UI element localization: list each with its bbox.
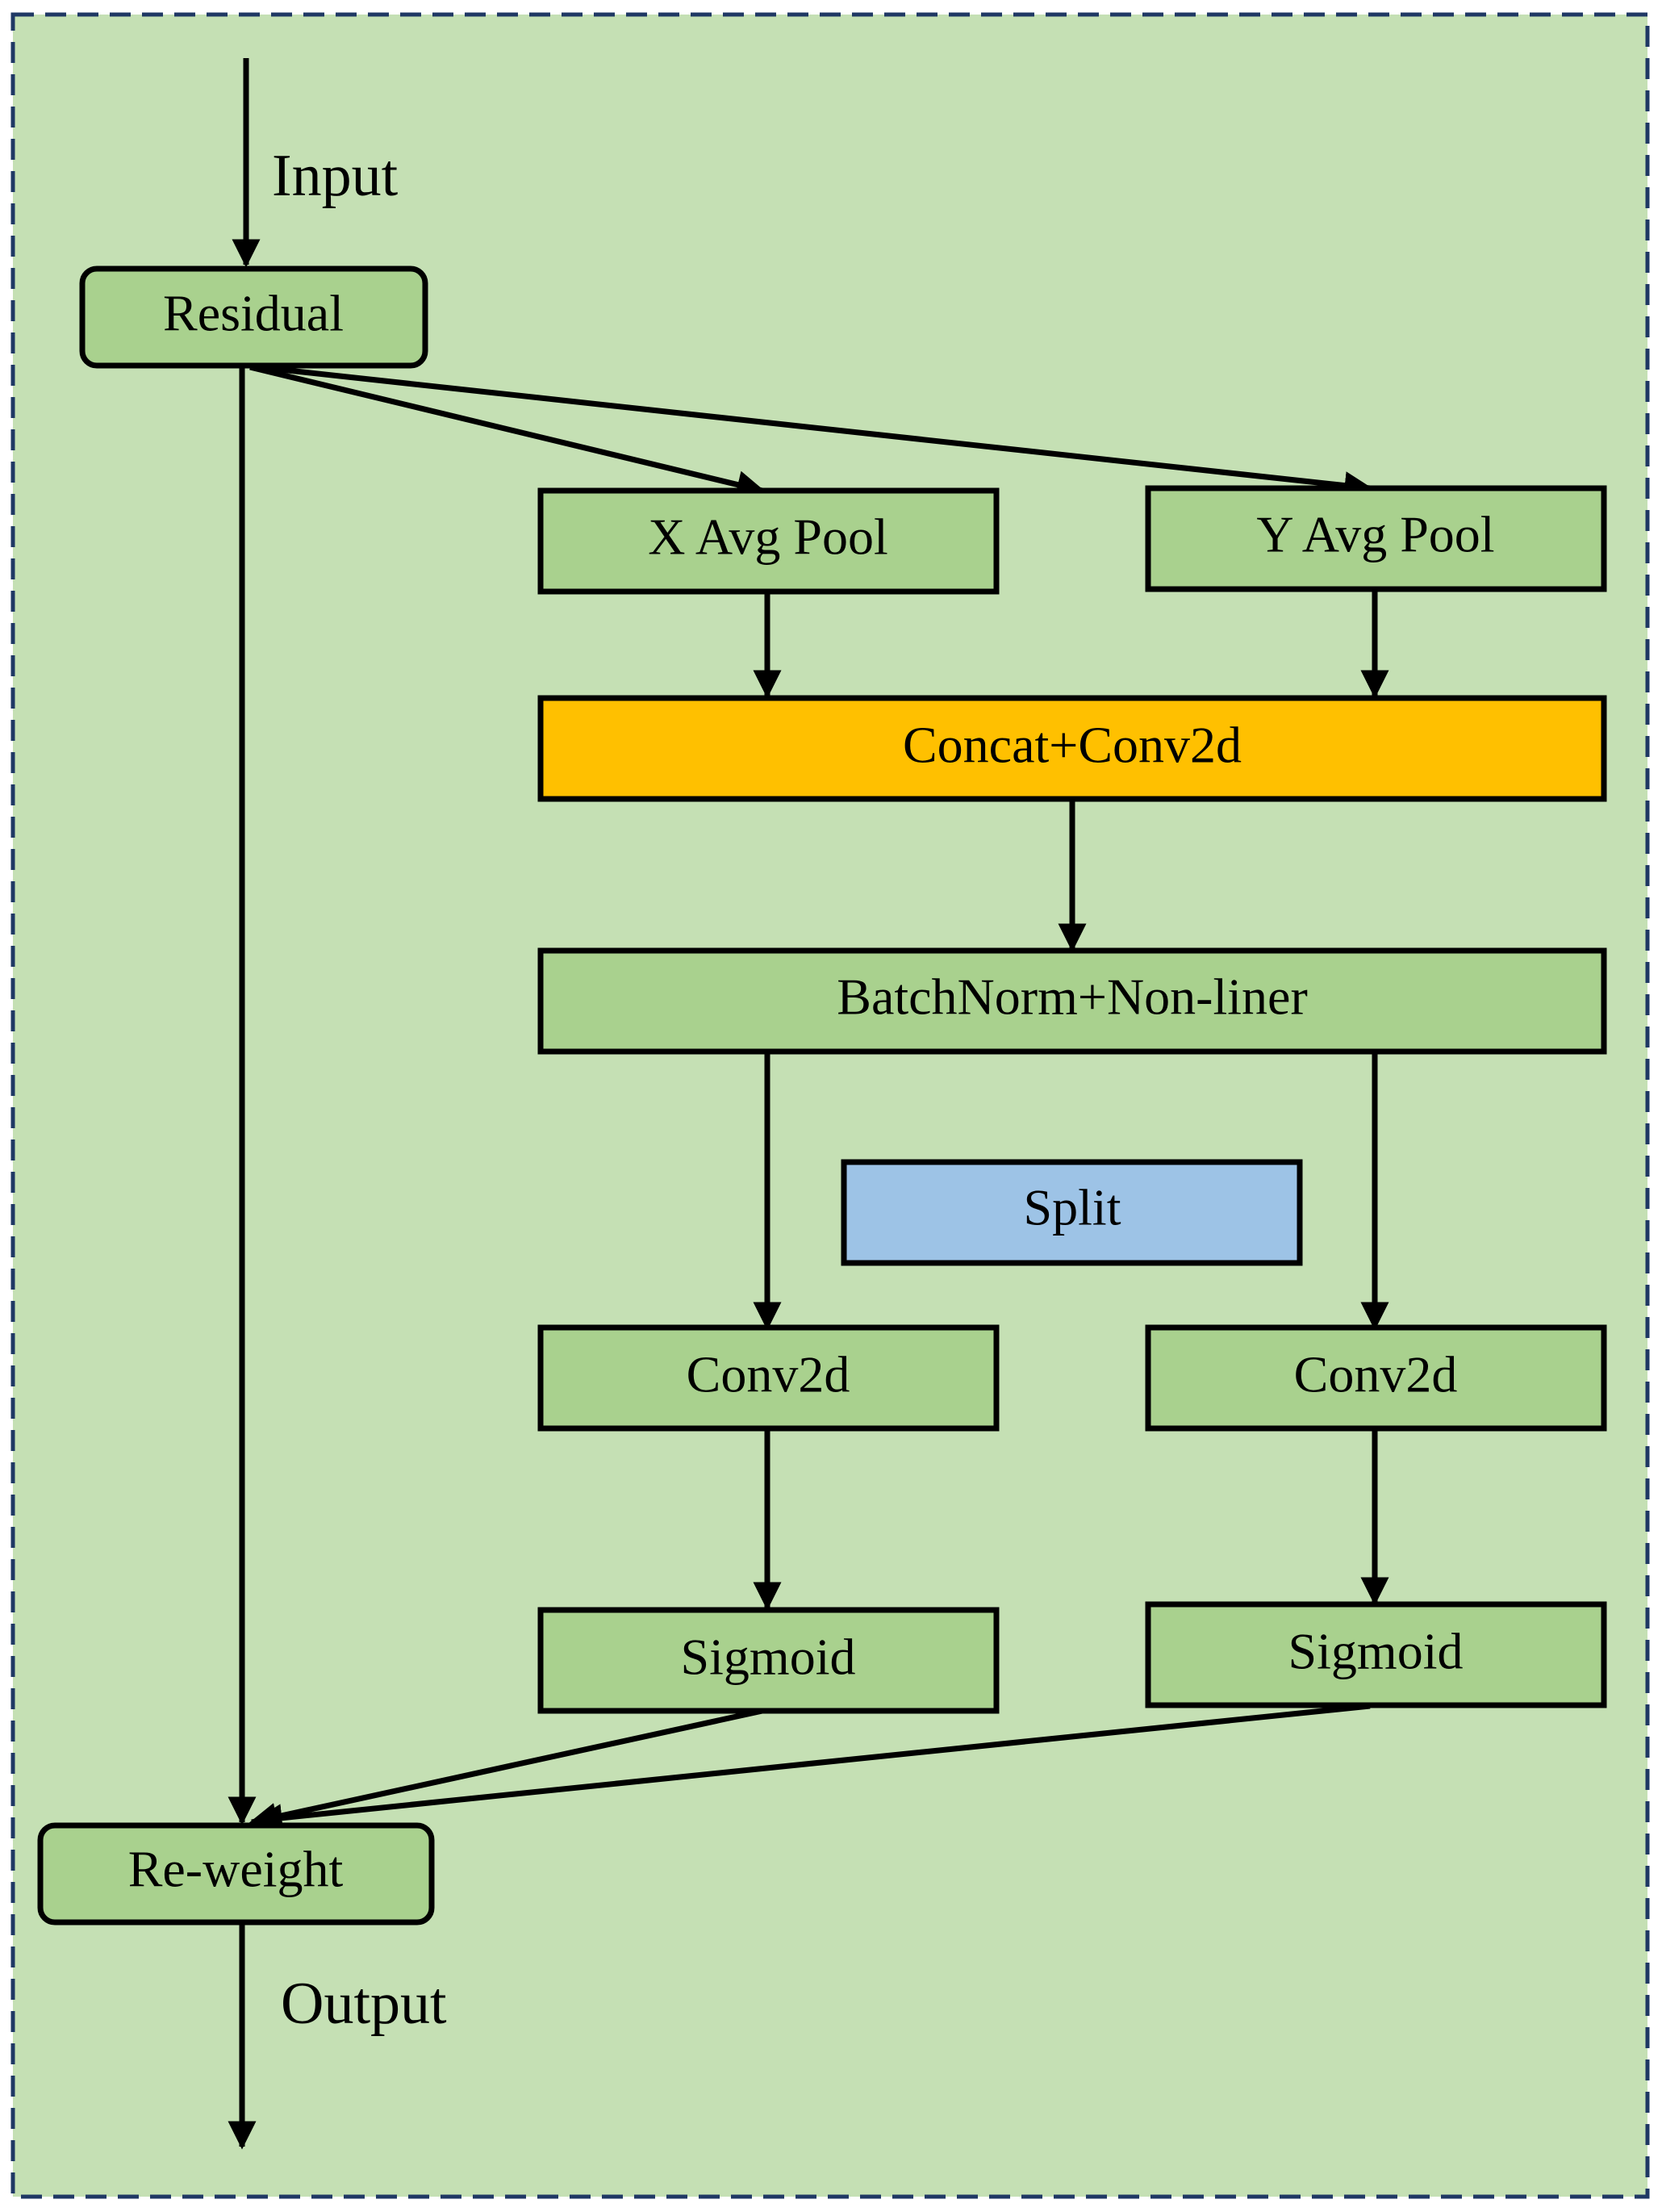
node-sigmoid-left-label: Sigmoid: [681, 1629, 856, 1686]
node-x-avg-pool: X Avg Pool: [537, 487, 1000, 595]
node-conv2d-right-label: Conv2d: [1294, 1346, 1458, 1403]
node-reweight-label: Re-weight: [128, 1841, 344, 1898]
edge-sigmoid-left-to-reweight: [248, 1708, 763, 1831]
edges: [228, 58, 1389, 2150]
edge-sigmoid-right-to-reweight: [253, 1703, 1371, 1833]
node-conv2d-left: Conv2d: [537, 1324, 1000, 1432]
node-y-avg-pool: Y Avg Pool: [1145, 485, 1607, 592]
node-y-avg-pool-label: Y Avg Pool: [1256, 506, 1494, 563]
node-batchnorm: BatchNorm+Non-liner: [537, 947, 1607, 1055]
node-concat-conv2d: Concat+Conv2d: [537, 695, 1607, 802]
node-sigmoid-left: Sigmoid: [537, 1607, 1000, 1714]
edge-residual-to-y-avg-pool: [257, 364, 1373, 500]
node-split-label: Split: [1024, 1179, 1121, 1236]
node-conv2d-right: Conv2d: [1145, 1324, 1607, 1432]
node-sigmoid-right: Sigmoid: [1145, 1601, 1607, 1708]
node-residual: Residual: [79, 266, 428, 369]
node-conv2d-left-label: Conv2d: [687, 1346, 850, 1403]
node-batchnorm-label: BatchNorm+Non-liner: [837, 968, 1308, 1026]
input-label: Input: [272, 143, 399, 209]
node-split: Split: [841, 1159, 1303, 1266]
node-x-avg-pool-label: X Avg Pool: [648, 508, 888, 566]
node-concat-conv2d-label: Concat+Conv2d: [903, 717, 1242, 774]
node-residual-label: Residual: [163, 285, 344, 342]
node-sigmoid-right-label: Sigmoid: [1288, 1623, 1464, 1680]
edge-residual-to-x-avg-pool: [249, 364, 766, 499]
node-reweight: Re-weight: [37, 1822, 435, 1926]
output-label: Output: [281, 1971, 447, 2037]
